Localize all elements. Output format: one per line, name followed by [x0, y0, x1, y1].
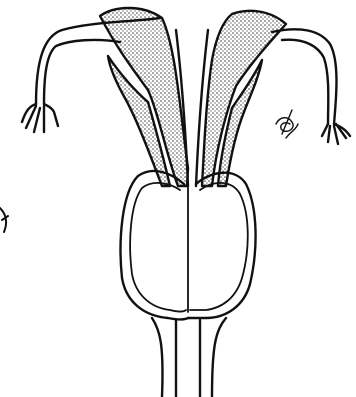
left-fimbriae — [22, 104, 58, 132]
right-arm-lower-edge — [282, 40, 328, 124]
left-chamber-inner — [130, 183, 186, 312]
left-arm-lower-edge — [44, 40, 120, 104]
left-canal — [152, 318, 176, 397]
left-edge-mark — [0, 208, 8, 232]
right-scribble-mark — [276, 110, 298, 138]
right-fimbriae — [322, 124, 350, 144]
right-canal — [200, 318, 226, 397]
right-chamber-inner — [190, 183, 248, 310]
right-chamber — [188, 173, 256, 318]
